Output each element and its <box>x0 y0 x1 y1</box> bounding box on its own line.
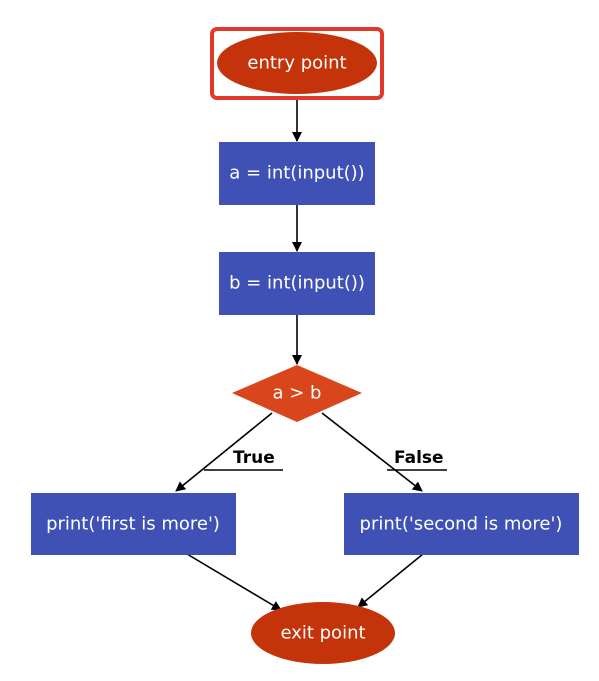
edge-label-false: False <box>394 448 444 468</box>
assign-a-label: a = int(input()) <box>229 163 364 184</box>
edge-label-true-group: True <box>204 448 283 471</box>
exit-ellipse <box>251 602 395 664</box>
exit-label: exit point <box>280 623 365 644</box>
print-second-node[interactable]: print('second is more') <box>344 493 579 555</box>
assign-b-box <box>219 252 375 315</box>
condition-diamond <box>232 365 362 422</box>
print-first-label: print('first is more') <box>46 514 220 535</box>
edge-print-first-to-exit <box>186 553 282 611</box>
print-first-box <box>31 493 236 555</box>
assign-b-label: b = int(input()) <box>229 273 365 294</box>
selection-outline <box>210 27 384 100</box>
edges <box>175 98 424 611</box>
edge-label-false-group: False <box>387 448 447 471</box>
entry-label: entry point <box>247 53 346 74</box>
assign-a-node[interactable]: a = int(input()) <box>219 142 375 205</box>
print-second-label: print('second is more') <box>360 514 563 535</box>
entry-ellipse <box>217 32 377 94</box>
print-second-box <box>344 493 579 555</box>
assign-a-box <box>219 142 375 205</box>
assign-b-node[interactable]: b = int(input()) <box>219 252 375 315</box>
edge-condition-to-print-second <box>321 412 423 492</box>
entry-node[interactable]: entry point <box>210 27 384 100</box>
edge-print-second-to-exit <box>357 553 424 608</box>
condition-label: a > b <box>273 383 322 404</box>
exit-node[interactable]: exit point <box>251 602 395 664</box>
edge-label-true: True <box>233 448 275 468</box>
print-first-node[interactable]: print('first is more') <box>31 493 236 555</box>
condition-node[interactable]: a > b <box>232 365 362 422</box>
edge-condition-to-print-first <box>175 412 273 492</box>
